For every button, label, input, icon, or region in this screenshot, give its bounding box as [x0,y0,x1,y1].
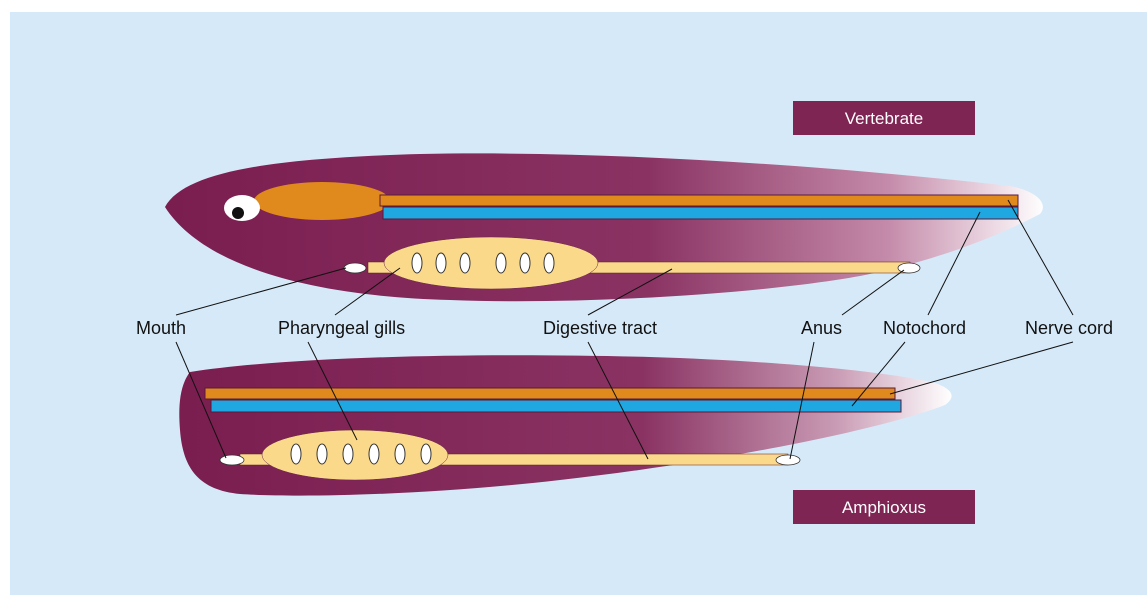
vertebrate-nerve-cord [380,195,1018,206]
gill-slit [421,444,431,464]
gill-slit [369,444,379,464]
gill-slit [291,444,301,464]
gill-slit [520,253,530,273]
amphioxus-figure [179,355,951,495]
mouth-pointer-vertebrate [176,268,346,315]
amphioxus-nerve-cord [205,388,895,399]
vertebrate-body [165,153,1043,301]
amphioxus-body [179,355,951,495]
structure-labels: Mouth Pharyngeal gills Digestive tract A… [136,318,1113,338]
gill-slit [496,253,506,273]
gill-slit [412,253,422,273]
label-mouth: Mouth [136,318,186,338]
label-nerve-cord: Nerve cord [1025,318,1113,338]
label-digestive-tract: Digestive tract [543,318,657,338]
eye-icon [224,195,260,221]
vertebrate-tag: Vertebrate [793,101,975,135]
amphioxus-tag: Amphioxus [793,490,975,524]
vertebrate-tag-label: Vertebrate [845,109,923,128]
gill-slit [343,444,353,464]
amphioxus-anus [776,455,800,465]
amphioxus-pharynx [262,430,448,480]
brain [254,182,390,220]
nerve-cord-pointer-vertebrate [1008,200,1073,315]
amphioxus-mouth [220,455,244,465]
label-notochord: Notochord [883,318,966,338]
gill-slit [317,444,327,464]
label-anus: Anus [801,318,842,338]
amphioxus-tag-label: Amphioxus [842,498,926,517]
vertebrate-figure [165,153,1043,301]
nerve-cord-pointer-amphioxus [890,342,1073,394]
amphioxus-notochord [211,400,901,412]
vertebrate-mouth [344,263,366,273]
vertebrate-notochord [383,207,1018,219]
gill-slit [544,253,554,273]
gill-slit [395,444,405,464]
gill-slit [460,253,470,273]
gill-slit [436,253,446,273]
label-pharyngeal-gills: Pharyngeal gills [278,318,405,338]
